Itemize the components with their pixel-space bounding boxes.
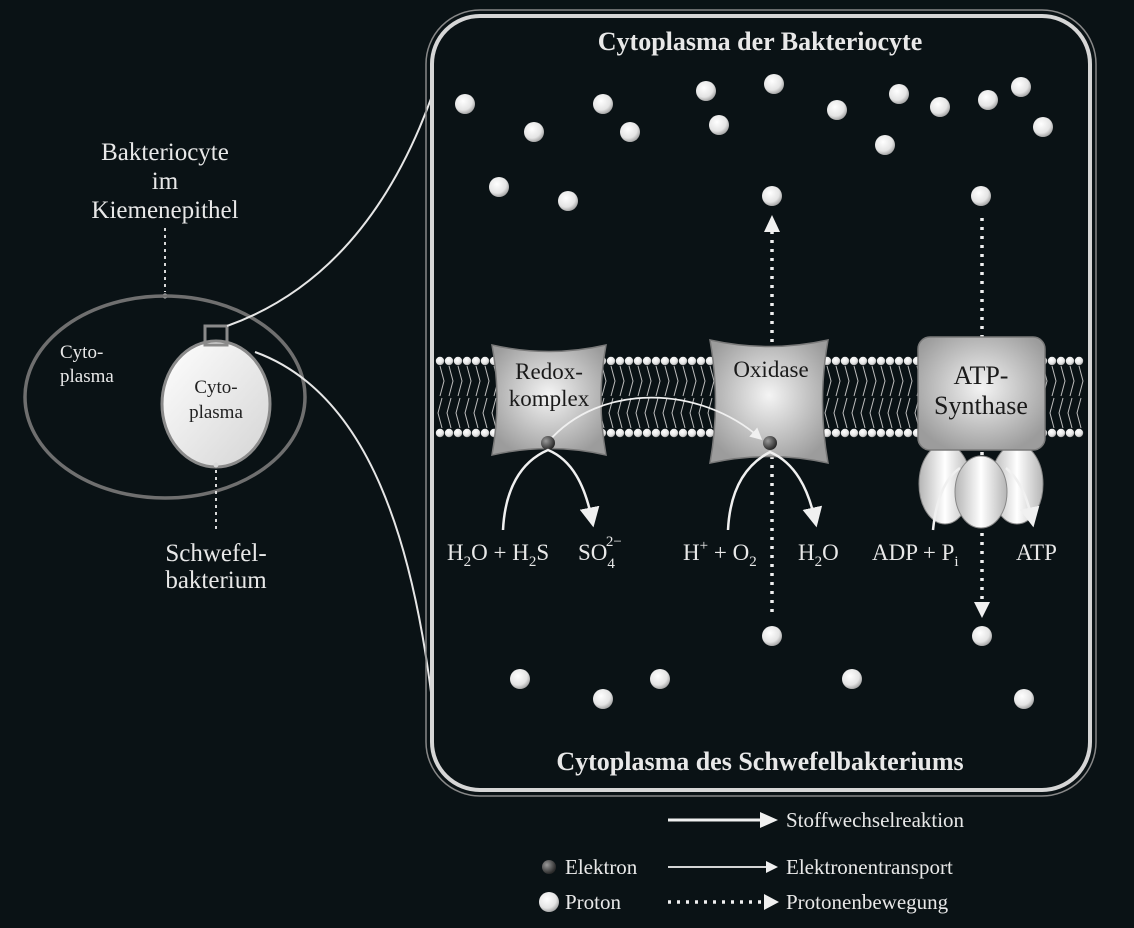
redox-reaction-arrow bbox=[501, 448, 600, 531]
proton bbox=[842, 669, 862, 689]
atp-synthase-label-line2: Synthase bbox=[934, 391, 1028, 420]
legend-electron-symbol bbox=[542, 860, 556, 874]
legend-electron-transport-label: Elektronentransport bbox=[786, 855, 953, 879]
reactant-h2o-h2s: H2O + H2S bbox=[447, 540, 549, 570]
overview-diagram: Bakteriocyte im Kiemenepithel Cyto- plas… bbox=[23, 95, 433, 701]
oxidase-label: Oxidase bbox=[733, 357, 808, 382]
outer-cytoplasm-label-line2: plasma bbox=[60, 366, 114, 387]
proton bbox=[930, 97, 950, 117]
atp-input-arrow bbox=[931, 466, 961, 531]
product-so4: SO42− bbox=[578, 534, 622, 572]
legend-electron-label: Elektron bbox=[565, 855, 638, 879]
sulfur-bacterium-leader-dot bbox=[213, 462, 219, 468]
bacteriocyte-label-line3: Kiemenepithel bbox=[91, 197, 238, 224]
legend-proton-movement-label: Protonenbewegung bbox=[786, 890, 949, 914]
proton bbox=[972, 626, 992, 646]
proton bbox=[762, 626, 782, 646]
zoom-region-box bbox=[203, 324, 229, 347]
proton bbox=[620, 122, 640, 142]
bacteriocyte-label-line2: im bbox=[152, 168, 179, 195]
redox-complex-label-line2: komplex bbox=[509, 386, 590, 411]
atp-output-arrow bbox=[1005, 467, 1040, 528]
legend-proton-symbol bbox=[539, 892, 559, 912]
zoom-panel-outer-edge bbox=[425, 9, 1097, 797]
redox-complex: Redox- komplex bbox=[491, 344, 607, 456]
proton bbox=[510, 669, 530, 689]
bacteriocyte-outline bbox=[23, 294, 307, 500]
legend-proton-label: Proton bbox=[565, 890, 622, 914]
sulfur-bacterium-label-line1: Schwefel- bbox=[165, 540, 266, 567]
oxidase-proton-arrowhead bbox=[764, 215, 780, 232]
atp-synthase-label-line1: ATP- bbox=[954, 361, 1009, 390]
bacteriocyte-label-line1: Bakteriocyte bbox=[101, 139, 229, 166]
electron-oxidase bbox=[763, 436, 777, 450]
proton bbox=[827, 100, 847, 120]
proton bbox=[709, 115, 729, 135]
outer-cytoplasm-label-line1: Cyto- bbox=[60, 342, 103, 363]
top-compartment-title: Cytoplasma der Bakteriocyte bbox=[598, 27, 922, 56]
atp-synthase-proton-arrowhead bbox=[974, 602, 990, 618]
proton bbox=[696, 81, 716, 101]
proton bbox=[524, 122, 544, 142]
proton bbox=[971, 186, 991, 206]
product-atp: ATP bbox=[1016, 540, 1057, 565]
proton bbox=[762, 186, 782, 206]
proton bbox=[455, 94, 475, 114]
proton bbox=[978, 90, 998, 110]
electron-transport-arrow bbox=[547, 396, 763, 443]
protons-top bbox=[455, 74, 1053, 211]
oxidase-reaction-arrow bbox=[726, 450, 823, 531]
protons-bottom bbox=[510, 626, 1034, 709]
inner-cytoplasm-label-line1: Cyto- bbox=[194, 377, 237, 398]
zoom-connector-bottom bbox=[254, 351, 433, 701]
redox-complex-label-line1: Redox- bbox=[515, 359, 583, 384]
zoom-connector-top bbox=[226, 95, 433, 327]
proton bbox=[489, 177, 509, 197]
proton bbox=[875, 135, 895, 155]
proton bbox=[593, 689, 613, 709]
legend: Stoffwechselreaktion Elektron Elektronen… bbox=[539, 808, 965, 914]
legend-reaction-label: Stoffwechselreaktion bbox=[786, 808, 965, 832]
legend-reaction-arrowhead bbox=[760, 812, 778, 828]
proton bbox=[558, 191, 578, 211]
reactant-adp-pi: ADP + Pi bbox=[872, 540, 959, 570]
legend-proton-movement-arrowhead bbox=[764, 894, 779, 910]
bottom-compartment-title: Cytoplasma des Schwefelbakteriums bbox=[556, 747, 963, 776]
inner-cytoplasm-label-line2: plasma bbox=[189, 402, 243, 423]
proton bbox=[1011, 77, 1031, 97]
sulfur-bacterium-label-line2: bakterium bbox=[165, 567, 267, 594]
oxidase-complex: Oxidase bbox=[709, 339, 829, 464]
proton bbox=[889, 84, 909, 104]
product-h2o: H2O bbox=[798, 540, 839, 570]
proton bbox=[764, 74, 784, 94]
proton bbox=[593, 94, 613, 114]
proton bbox=[1033, 117, 1053, 137]
reactant-h-o2: H+ + O2 bbox=[683, 538, 757, 570]
proton bbox=[1014, 689, 1034, 709]
atp-synthase-complex: ATP- Synthase bbox=[917, 336, 1046, 529]
electron-redox bbox=[541, 436, 555, 450]
proton bbox=[650, 669, 670, 689]
legend-electron-transport-arrowhead bbox=[766, 861, 778, 873]
